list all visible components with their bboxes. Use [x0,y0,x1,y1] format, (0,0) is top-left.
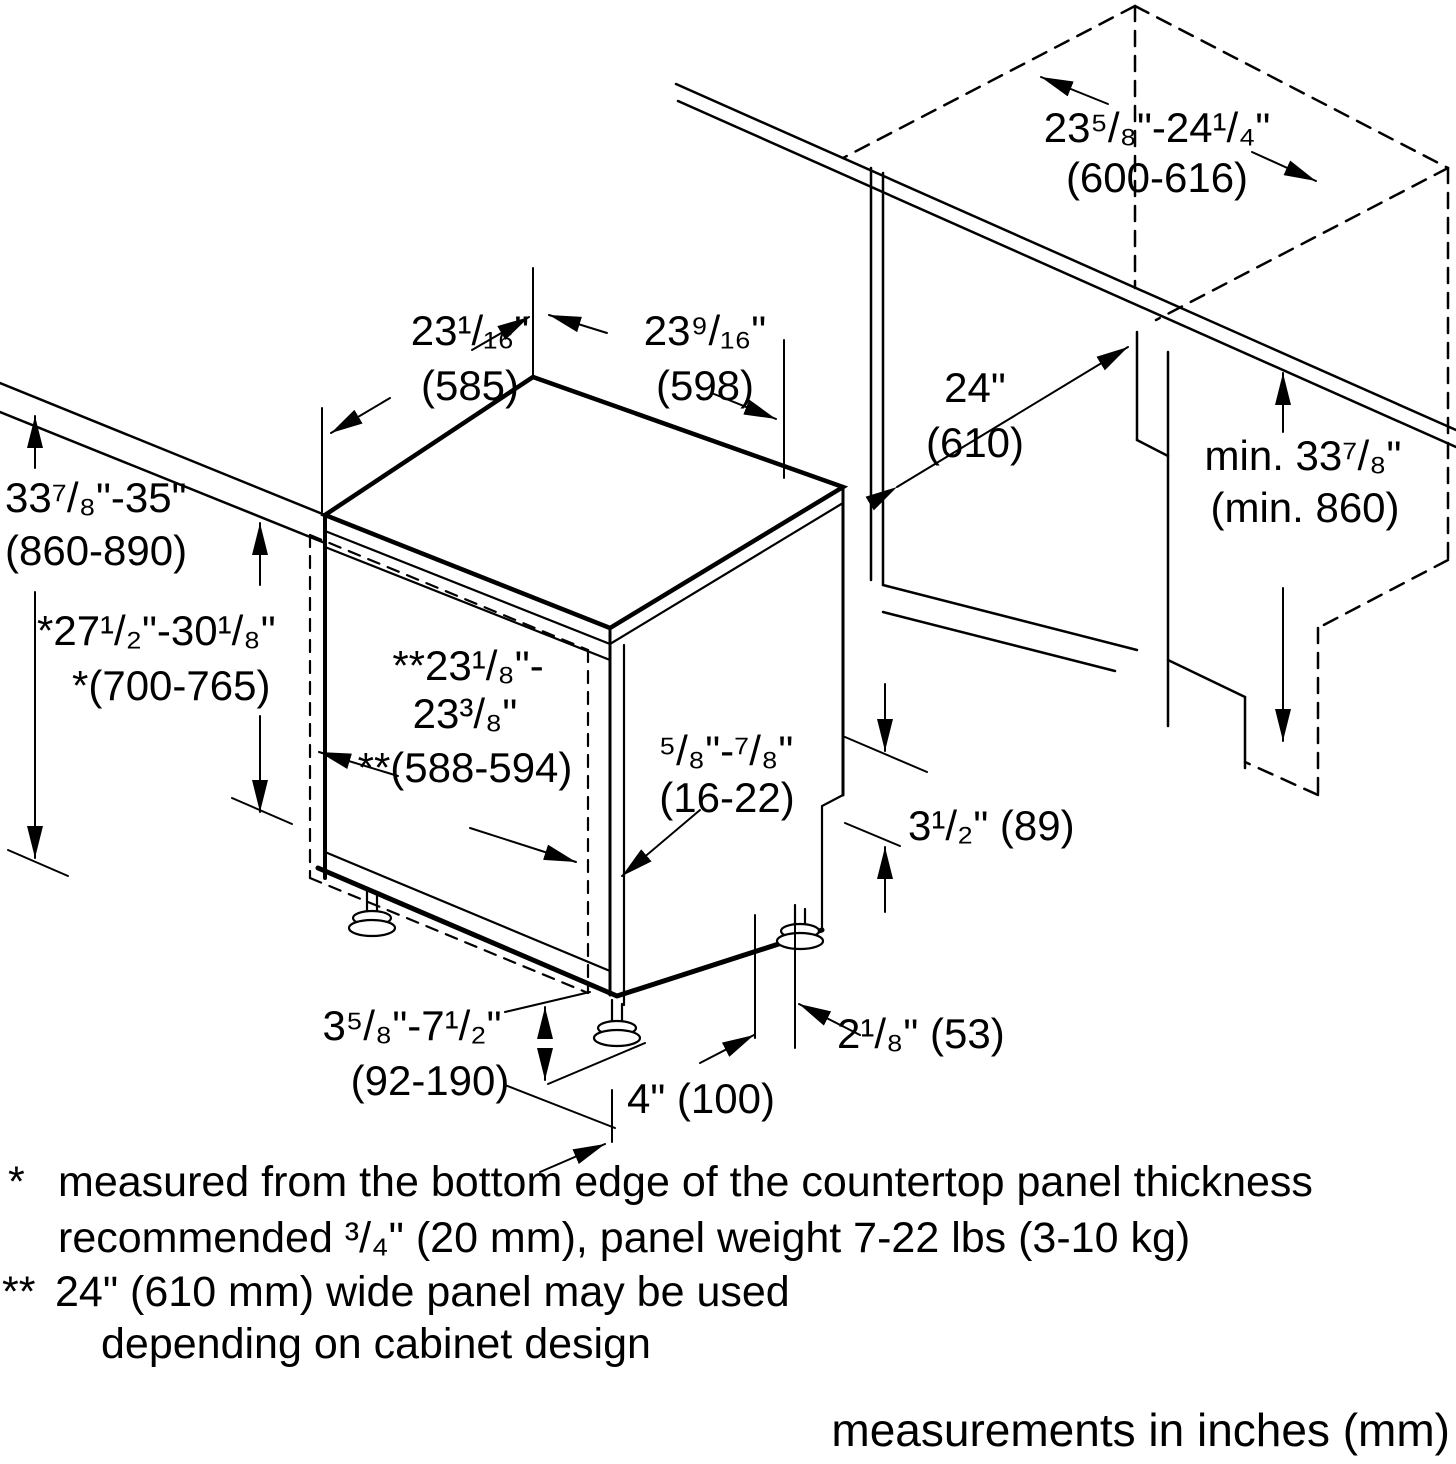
leveling-foot-rear [775,903,825,951]
dim-label: 24" [944,364,1006,411]
dim-label-mm: (860-890) [5,527,187,574]
cabinet-opening [869,166,1247,770]
footnote-star1-mark: * [8,1158,25,1206]
dim-label-mm: (600-616) [1066,154,1248,201]
dim-niche-width-right: 23⁹/₁₆" (598) [548,307,785,479]
dim-label-mm: (585) [421,362,519,409]
dishwasher-bottom-edge [315,865,825,999]
dim-label-mm: (16-22) [659,774,794,821]
dim-label: 23⁵/₈"-24¹/₄" [1044,104,1271,151]
dim-label-mm: (min. 860) [1210,484,1399,531]
dim-label: 2¹/₈" (53) [837,1010,1005,1057]
dim-label: ⁵/₈"-⁷/₈" [659,727,794,774]
dishwasher-box [315,374,849,1007]
dim-panel-width: **23¹/₈"- 23³/₈" **(588-594) [318,642,577,863]
countertop-left [0,381,327,545]
dim-niche-height-left: 33⁷/₈"-35" (860-890) [5,415,187,877]
footnote-star1-line2: recommended ³/₄" (20 mm), panel weight 7… [58,1214,1190,1262]
custom-panel-outline-dashed [308,533,590,995]
footnote-star2-line2: depending on cabinet design [101,1320,651,1368]
footnotes: * measured from the bottom edge of the c… [2,1158,1313,1368]
leveling-foot-left [347,888,397,938]
dim-label: 23¹/₁₆" [411,307,529,354]
dim-toe-kick-front: 3⁵/₈"-7¹/₂" (92-190) [323,991,616,1129]
dim-label-mm: **(588-594) [358,744,573,791]
footnote-star2-mark: ** [2,1268,36,1316]
dim-label: *27¹/₂"-30¹/₈" [37,607,276,654]
dim-label: 3⁵/₈"-7¹/₂" [323,1002,502,1049]
dim-label: 23⁹/₁₆" [644,307,766,354]
countertop-rear [674,82,1456,449]
dim-label: 33⁷/₈"-35" [5,474,187,521]
dim-label: **23¹/₈"- [392,642,543,689]
dim-label: 4" (100) [627,1075,775,1122]
dim-label-mm: (598) [656,362,754,409]
dim-panel-thickness: ⁵/₈"-⁷/₈" (16-22) [621,727,795,877]
leveling-foot-front [592,998,642,1048]
dim-panel-height: *27¹/₂"-30¹/₈" *(700-765) [37,522,293,825]
dim-cabinet-depth: 23⁵/₈"-24¹/₄" (600-616) [1040,76,1317,201]
dim-niche-width-left: 23¹/₁₆" (585) [321,267,534,513]
adjacent-cabinet-dashed [841,4,1450,797]
dim-label: 3¹/₂" (89) [908,802,1075,849]
dim-niche-height-right: min. 33⁷/₈" (min. 860) [1205,372,1402,742]
dim-label2: 23³/₈" [413,690,518,737]
dim-foot-offset-rear: 2¹/₈" (53) [699,914,1005,1064]
toe-kick-notch [820,793,845,932]
dim-label: min. 33⁷/₈" [1205,432,1402,479]
dim-foot-offset-front: 4" (100) [539,1042,775,1173]
dim-label-mm: (610) [926,419,1024,466]
footnote-star1-line1: measured from the bottom edge of the cou… [58,1158,1313,1206]
dim-opening-width: 24" (610) [865,346,1129,511]
units-note: measurements in inches (mm) [831,1404,1450,1456]
footnote-star2-line1: 24" (610 mm) wide panel may be used [55,1268,790,1316]
dim-toe-kick-rear: 3¹/₂" (89) [844,683,1075,913]
dim-label-mm: (92-190) [351,1057,510,1104]
dim-label-mm: *(700-765) [72,662,270,709]
